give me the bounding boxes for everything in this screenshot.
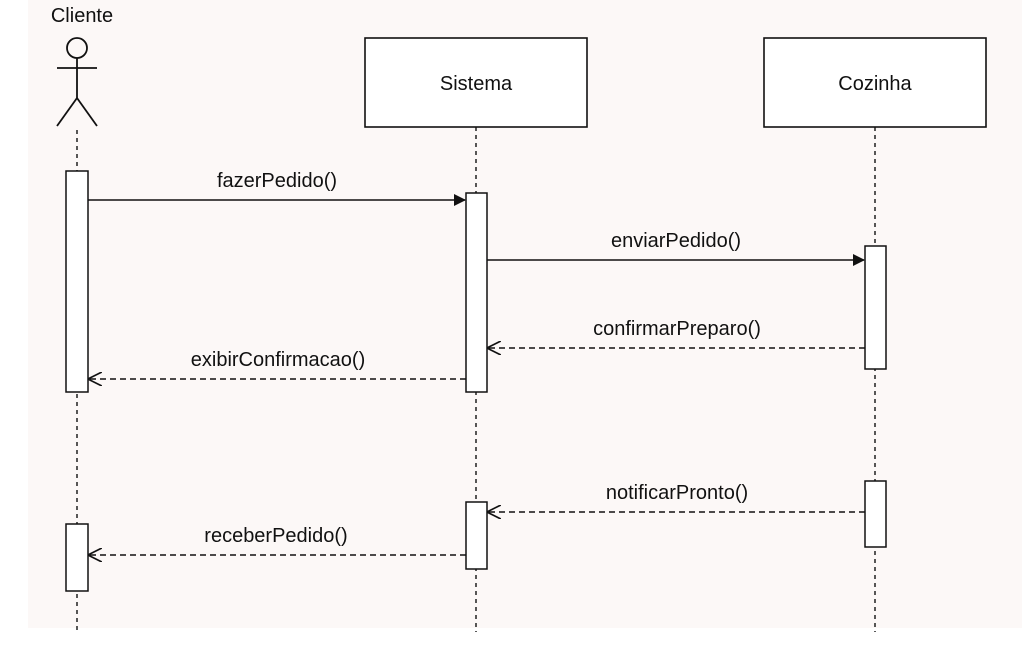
activation-sistema-1 xyxy=(465,192,488,393)
message-label-receber-pedido: receberPedido() xyxy=(204,525,347,547)
activation-cozinha-2 xyxy=(864,480,887,548)
message-confirmar-preparo: confirmarPreparo() xyxy=(488,318,865,348)
actor-cliente: Cliente xyxy=(51,5,113,127)
participant-label-cozinha: Cozinha xyxy=(838,73,912,95)
message-label-notificar-pronto: notificarPronto() xyxy=(606,482,748,504)
participant-box-cozinha xyxy=(763,37,987,128)
message-label-enviar-pedido: enviarPedido() xyxy=(611,230,741,252)
activation-cliente-2 xyxy=(65,523,89,592)
message-fazer-pedido: fazerPedido() xyxy=(88,170,466,206)
message-label-confirmar-preparo: confirmarPreparo() xyxy=(593,318,761,340)
participant-sistema: Sistema xyxy=(364,37,588,128)
actor-stick-figure-icon xyxy=(56,37,98,127)
participant-label-sistema: Sistema xyxy=(440,73,513,95)
message-receber-pedido: receberPedido() xyxy=(89,525,466,555)
message-label-fazer-pedido: fazerPedido() xyxy=(217,170,337,192)
participant-box-sistema xyxy=(364,37,588,128)
participant-label-cliente: Cliente xyxy=(51,5,113,27)
activation-cozinha-1 xyxy=(864,245,887,370)
message-notificar-pronto: notificarPronto() xyxy=(488,482,865,512)
message-exibir-confirmacao: exibirConfirmacao() xyxy=(89,349,466,379)
message-label-exibir-confirmacao: exibirConfirmacao() xyxy=(191,349,366,371)
activation-cliente-1 xyxy=(65,170,89,393)
participant-cozinha: Cozinha xyxy=(763,37,987,128)
message-enviar-pedido: enviarPedido() xyxy=(487,230,865,266)
activation-sistema-2 xyxy=(465,501,488,570)
